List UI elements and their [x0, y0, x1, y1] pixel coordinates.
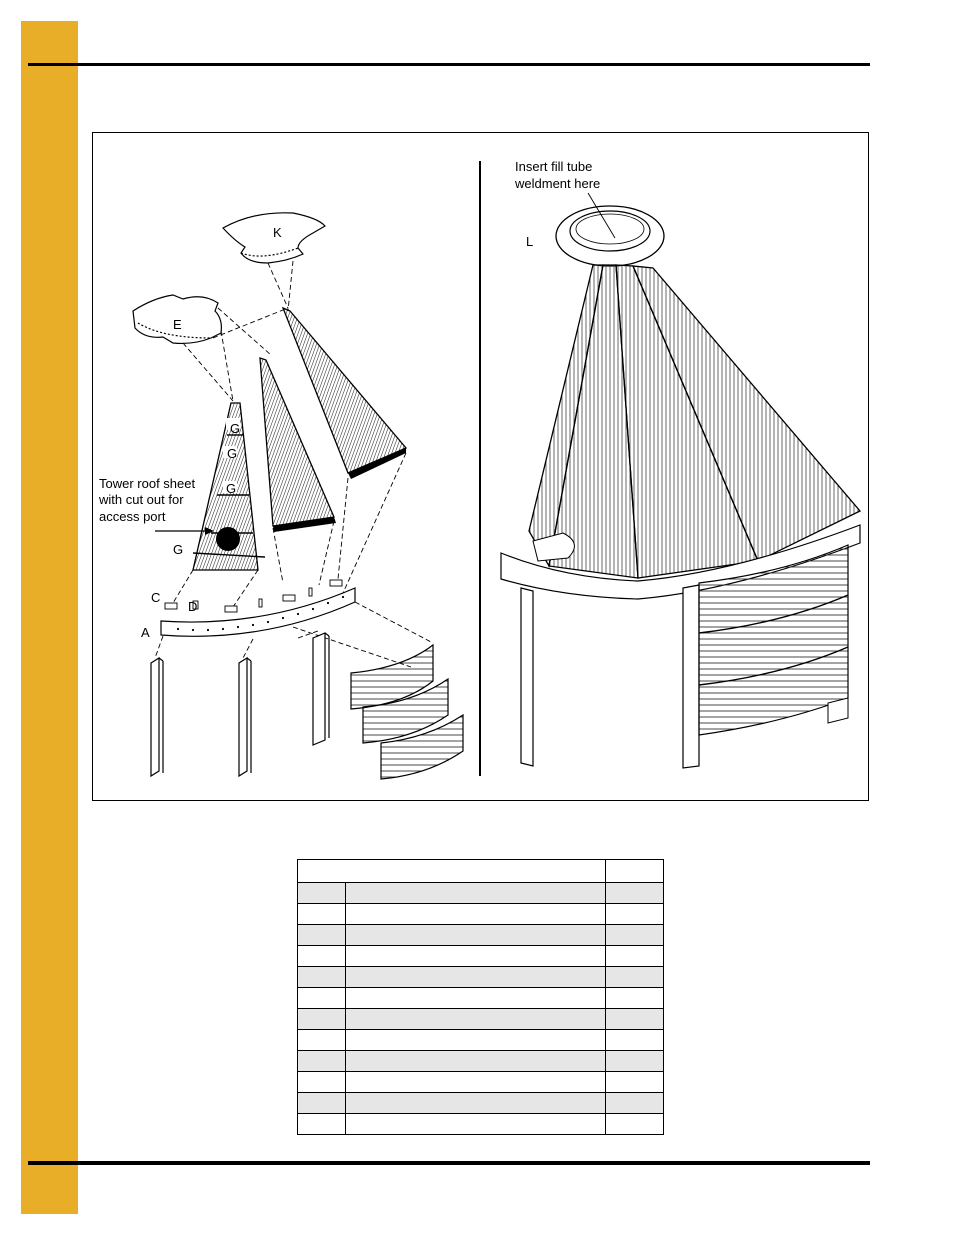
- skirt-ring: [500, 524, 861, 600]
- assembled-wall: [698, 544, 849, 736]
- label-l: L: [526, 234, 533, 249]
- table-row: [296, 1050, 664, 1072]
- ref-cell: [296, 1113, 347, 1135]
- parts-table: [296, 859, 664, 1135]
- table-row: [296, 1029, 664, 1051]
- description-cell: [345, 1029, 606, 1051]
- qty-cell: [604, 1113, 664, 1135]
- sidebar-tab: [21, 21, 78, 1214]
- ref-cell: [296, 987, 347, 1009]
- support-posts: [150, 632, 330, 778]
- qty-cell: [604, 945, 664, 967]
- header-cell-1: [297, 859, 606, 883]
- qty-cell: [604, 1008, 664, 1030]
- ring-e: [132, 294, 222, 345]
- label-e: E: [173, 317, 182, 332]
- wall-panels: [350, 643, 464, 780]
- ref-cell: [296, 1008, 347, 1030]
- ref-cell: [296, 882, 347, 904]
- table-row: [296, 903, 664, 925]
- description-cell: [345, 1050, 606, 1072]
- label-a: A: [141, 625, 150, 640]
- footer-rule: [28, 1161, 870, 1165]
- table-row: [296, 945, 664, 967]
- qty-cell: [604, 1071, 664, 1093]
- assembled-roof: [528, 264, 862, 579]
- ref-cell: [296, 1050, 347, 1072]
- description-cell: [345, 1008, 606, 1030]
- table-row: [296, 1092, 664, 1114]
- table-row: [296, 1008, 664, 1030]
- description-cell: [345, 882, 606, 904]
- roof-sheet-2: [259, 357, 336, 532]
- ref-cell: [296, 924, 347, 946]
- label-g-3: G: [226, 481, 236, 496]
- description-cell: [345, 924, 606, 946]
- parts-table-header: [297, 859, 664, 883]
- qty-cell: [604, 924, 664, 946]
- qty-cell: [604, 903, 664, 925]
- label-g-4: G: [173, 542, 183, 557]
- description-cell: [345, 1113, 606, 1135]
- ref-cell: [296, 1071, 347, 1093]
- description-cell: [345, 945, 606, 967]
- qty-cell: [604, 1029, 664, 1051]
- header-cell-2: [604, 859, 664, 883]
- description-cell: [345, 1071, 606, 1093]
- ref-cell: [296, 1029, 347, 1051]
- label-g-1: G: [230, 421, 240, 436]
- qty-cell: [604, 1050, 664, 1072]
- label-d: D: [188, 599, 197, 614]
- ref-cell: [296, 1092, 347, 1114]
- callout-line-1: Tower roof sheet: [99, 476, 195, 491]
- ring-k: [222, 212, 326, 264]
- table-row: [296, 1071, 664, 1093]
- qty-cell: [604, 882, 664, 904]
- label-g-2: G: [227, 446, 237, 461]
- table-row: [296, 1113, 664, 1135]
- assembly-figure: K E G G G G C D A Tower roof sheet with …: [92, 132, 869, 801]
- description-cell: [345, 966, 606, 988]
- callout-line-2: with cut out for: [98, 492, 184, 507]
- qty-cell: [604, 966, 664, 988]
- qty-cell: [604, 987, 664, 1009]
- table-row: [296, 987, 664, 1009]
- table-row: [296, 924, 664, 946]
- ref-cell: [296, 966, 347, 988]
- clips: [164, 579, 343, 613]
- description-cell: [345, 903, 606, 925]
- label-c: C: [151, 590, 160, 605]
- callout-line-3: access port: [99, 509, 166, 524]
- description-cell: [345, 987, 606, 1009]
- assembly-drawing: K E G G G G C D A Tower roof sheet with …: [98, 159, 862, 780]
- table-row: [296, 966, 664, 988]
- ring-l: [555, 192, 665, 267]
- leader-lines-top: [182, 260, 294, 402]
- fill-tube-callout-2: weldment here: [514, 176, 600, 191]
- ref-cell: [296, 903, 347, 925]
- description-cell: [345, 1092, 606, 1114]
- callout-arrow: [155, 527, 214, 535]
- ref-cell: [296, 945, 347, 967]
- fill-tube-callout-1: Insert fill tube: [515, 159, 592, 174]
- qty-cell: [604, 1092, 664, 1114]
- header-rule: [28, 63, 870, 66]
- table-row: [296, 882, 664, 904]
- label-k: K: [273, 225, 282, 240]
- roof-sheet-3: [281, 306, 408, 479]
